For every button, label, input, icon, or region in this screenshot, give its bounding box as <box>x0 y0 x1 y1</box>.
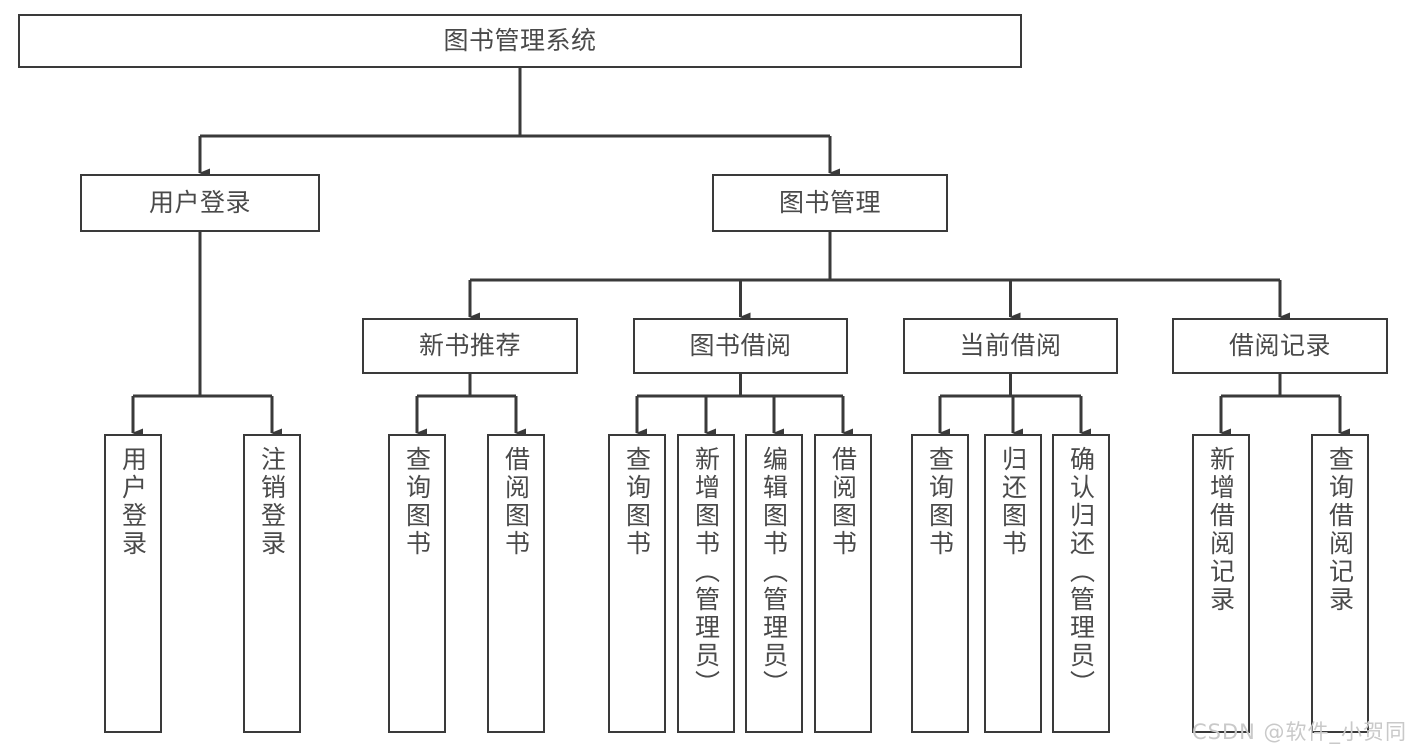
node-label: 图书借阅 <box>689 331 792 361</box>
node-leaf-query-book-1[interactable]: 查询图书 <box>388 434 446 733</box>
edges-group <box>131 68 1350 438</box>
node-book-manage[interactable]: 图书管理 <box>712 174 948 232</box>
node-label: 用户登录 <box>148 188 251 218</box>
node-label: 当前借阅 <box>959 331 1062 361</box>
node-leaf-borrow-book-2[interactable]: 借阅图书 <box>814 434 872 733</box>
node-leaf-confirm-return-admin[interactable]: 确认归还（管理员） <box>1052 434 1110 733</box>
node-leaf-borrow-book-1[interactable]: 借阅图书 <box>487 434 545 733</box>
node-leaf-query-book-2[interactable]: 查询图书 <box>608 434 666 733</box>
node-label: 归还图书 <box>998 446 1028 558</box>
node-user-login[interactable]: 用户登录 <box>80 174 320 232</box>
node-new-book-recommend[interactable]: 新书推荐 <box>362 318 578 374</box>
node-root[interactable]: 图书管理系统 <box>18 14 1022 68</box>
node-leaf-add-borrow-record[interactable]: 新增借阅记录 <box>1192 434 1250 733</box>
node-borrow-record[interactable]: 借阅记录 <box>1172 318 1388 374</box>
node-label: 借阅记录 <box>1228 331 1331 361</box>
node-label: 查询借阅记录 <box>1325 446 1355 614</box>
node-leaf-add-book-admin[interactable]: 新增图书（管理员） <box>677 434 735 733</box>
node-label: 新增借阅记录 <box>1206 446 1236 614</box>
node-label: 确认归还（管理员） <box>1066 446 1096 698</box>
node-label: 图书管理系统 <box>443 26 597 56</box>
node-label: 借阅图书 <box>501 446 531 558</box>
node-label: 用户登录 <box>118 446 148 558</box>
node-current-borrow[interactable]: 当前借阅 <box>903 318 1118 374</box>
node-label: 借阅图书 <box>828 446 858 558</box>
node-leaf-edit-book-admin[interactable]: 编辑图书（管理员） <box>745 434 803 733</box>
node-label: 新增图书（管理员） <box>691 446 721 698</box>
node-leaf-return-book[interactable]: 归还图书 <box>984 434 1042 733</box>
node-label: 查询图书 <box>402 446 432 558</box>
node-label: 注销登录 <box>257 446 287 558</box>
node-label: 查询图书 <box>622 446 652 558</box>
node-leaf-logout[interactable]: 注销登录 <box>243 434 301 733</box>
node-book-borrow[interactable]: 图书借阅 <box>633 318 848 374</box>
node-leaf-query-borrow-record[interactable]: 查询借阅记录 <box>1311 434 1369 733</box>
node-leaf-query-book-3[interactable]: 查询图书 <box>911 434 969 733</box>
node-label: 查询图书 <box>925 446 955 558</box>
node-label: 编辑图书（管理员） <box>759 446 789 698</box>
node-leaf-user-login[interactable]: 用户登录 <box>104 434 162 733</box>
node-label: 新书推荐 <box>418 331 521 361</box>
node-label: 图书管理 <box>778 188 881 218</box>
